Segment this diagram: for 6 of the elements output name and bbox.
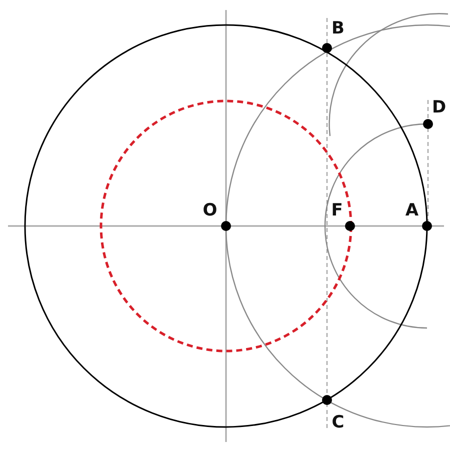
point-label: O [202,202,218,220]
point-label: F [331,202,343,220]
point-label: C [332,414,344,432]
point-label: A [405,202,419,220]
point-label: D [432,100,446,116]
point-label: B [332,20,344,38]
